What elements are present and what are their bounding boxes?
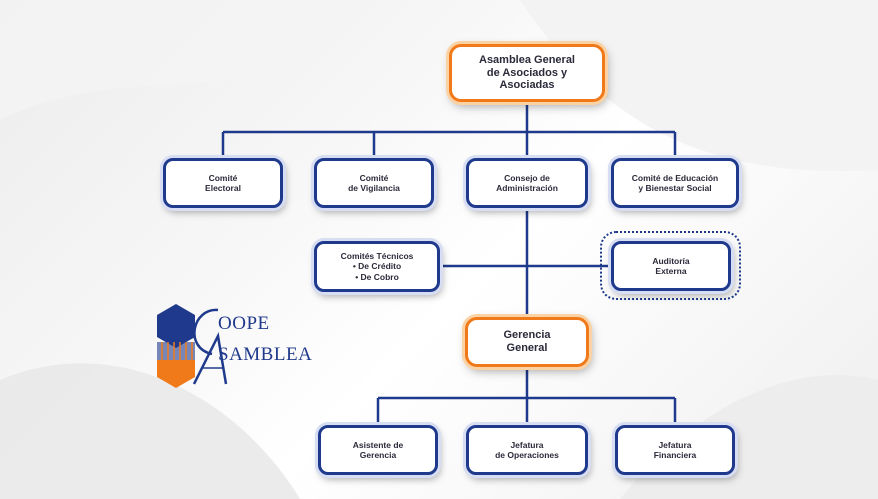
node-comites-tecnicos-label: Comités Técnicos • De Crédito • De Cobro — [340, 251, 414, 282]
node-asamblea-general: Asamblea General de Asociados y Asociada… — [449, 44, 605, 102]
node-comite-vigilancia: Comité de Vigilancia — [314, 158, 434, 208]
auditoria-dotted-frame — [600, 231, 741, 300]
node-comite-educacion-label: Comité de Educación y Bienestar Social — [631, 172, 719, 193]
node-auditoria-externa: Auditoría Externa — [611, 241, 731, 291]
node-comites-tecnicos: Comités Técnicos • De Crédito • De Cobro — [314, 241, 440, 292]
node-comite-electoral-label: Comité Electoral — [205, 172, 241, 193]
node-gerencia-general-label: Gerencia General — [503, 329, 551, 354]
node-comite-vigilancia-label: Comité de Vigilancia — [348, 172, 400, 193]
node-jefatura-operaciones-label: Jefatura de Operaciones — [495, 439, 559, 460]
logo-text-line1: OOPE — [218, 313, 270, 334]
node-consejo-administracion: Consejo de Administración — [466, 158, 588, 208]
node-gerencia-general: Gerencia General — [465, 317, 589, 367]
node-asamblea-general-label: Asamblea General de Asociados y Asociada… — [479, 53, 575, 92]
node-comite-electoral: Comité Electoral — [163, 158, 283, 208]
node-asistente-gerencia-label: Asistente de Gerencia — [352, 439, 404, 460]
node-comite-educacion: Comité de Educación y Bienestar Social — [611, 158, 739, 208]
node-auditoria-externa-label: Auditoría Externa — [652, 255, 690, 276]
logo-mark — [157, 304, 228, 388]
node-consejo-administracion-label: Consejo de Administración — [496, 172, 558, 193]
coope-asamblea-logo: OOPE SAMBLEA — [156, 302, 346, 394]
logo-text-line2: SAMBLEA — [218, 344, 313, 365]
node-jefatura-operaciones: Jefatura de Operaciones — [466, 425, 588, 475]
node-jefatura-financiera: Jefatura Financiera — [615, 425, 735, 475]
node-jefatura-financiera-label: Jefatura Financiera — [653, 439, 697, 460]
node-asistente-gerencia: Asistente de Gerencia — [318, 425, 438, 475]
